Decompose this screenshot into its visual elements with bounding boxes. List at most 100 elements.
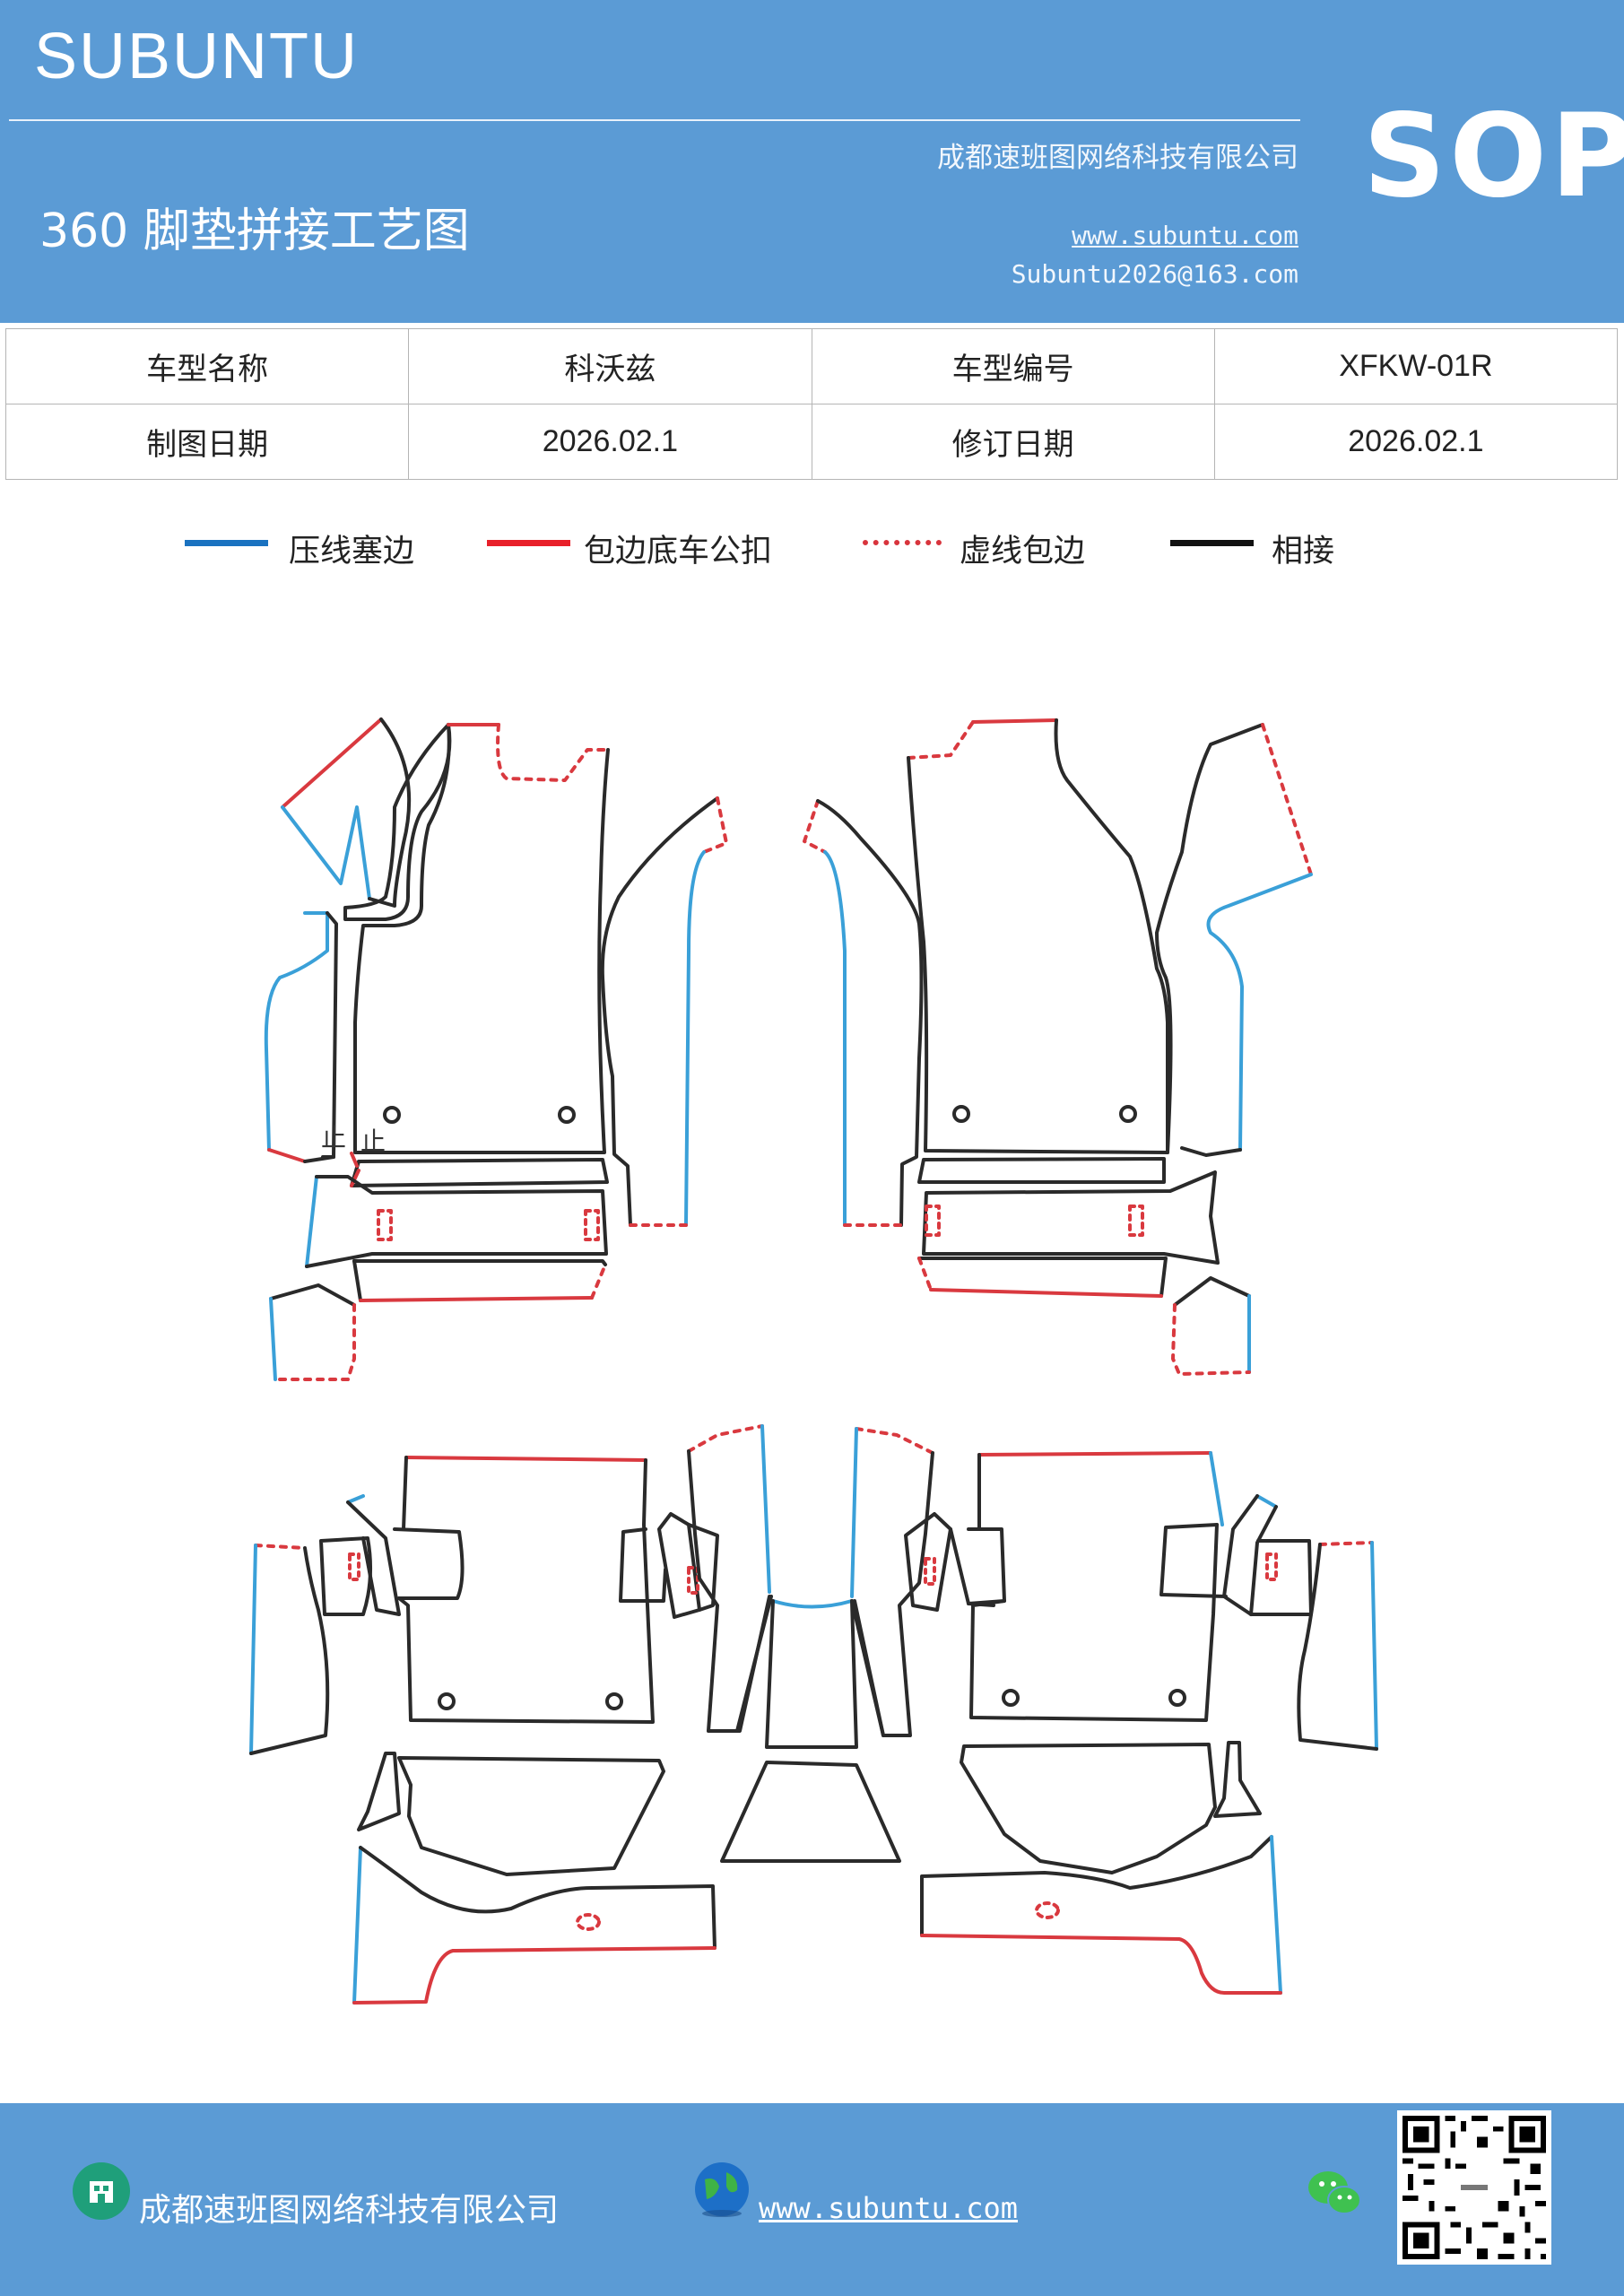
globe-icon (692, 2160, 751, 2222)
hole (1168, 1689, 1186, 1707)
sill-black (303, 1155, 335, 1163)
front-left-mat-group (264, 718, 728, 1381)
line-legend: 压线塞边 包边底车公扣 虚线包边 相接 (0, 520, 1624, 574)
tunnel-lower (720, 1761, 901, 1863)
hole (1119, 1105, 1137, 1123)
hole (952, 1105, 970, 1123)
legend-label: 虚线包边 (960, 534, 1086, 570)
model-name-value: 科沃兹 (408, 328, 812, 404)
page-footer: 成都速班图网络科技有限公司 www.subuntu.com (0, 2103, 1624, 2296)
mat-piece (281, 718, 383, 809)
strip-blue (305, 1175, 318, 1268)
side-piece-black (1297, 1543, 1378, 1751)
tunnel-black (853, 1451, 934, 1737)
qr-code[interactable] (1397, 2110, 1551, 2265)
footer-website-link[interactable]: www.subuntu.com (759, 2191, 1018, 2225)
main-mat-outline (343, 723, 452, 921)
legend-swatch-blue (185, 540, 268, 546)
bracket (967, 1527, 1006, 1605)
corner-piece-blue (269, 1297, 277, 1381)
strip-red-dotted (917, 1257, 933, 1292)
bracket (657, 1512, 701, 1619)
bottom-piece-black (359, 1846, 716, 1950)
bracket (619, 1527, 667, 1603)
wechat-icon (1305, 2166, 1364, 2223)
slot (1128, 1205, 1144, 1237)
mat-edge-blue (1209, 1451, 1224, 1526)
strip-red-dotted (590, 1263, 607, 1300)
table-row: 制图日期 2026.02.1 修订日期 2026.02.1 (4, 404, 1619, 480)
mat-edge-red (404, 1456, 647, 1462)
side-panel-black (600, 796, 719, 1227)
draw-date-label: 制图日期 (4, 404, 410, 480)
lower-piece (960, 1743, 1217, 1874)
page-header: SUBUNTU 成都速班图网络科技有限公司 360 脚垫拼接工艺图 www.su… (0, 0, 1624, 323)
mat-edge-red-dotted (907, 720, 975, 760)
hole (1002, 1689, 1020, 1707)
bottom-piece-red (352, 1946, 716, 2005)
tunnel-body (765, 1599, 858, 1749)
sill-red (267, 1148, 307, 1163)
strip-red (359, 1296, 594, 1302)
vehicle-info-table: 车型名称 科沃兹 车型编号 XFKW-01R 制图日期 2026.02.1 修订… (4, 328, 1619, 480)
lower-piece (1213, 1741, 1262, 1818)
legend-label: 包边底车公扣 (584, 534, 773, 570)
tunnel-black (687, 1449, 771, 1733)
legend-label: 相接 (1272, 534, 1335, 570)
hole (605, 1692, 623, 1710)
tunnel-inner-left (735, 1595, 885, 1737)
slot (924, 1557, 936, 1586)
sop-badge: SOP (1363, 90, 1624, 223)
strip (917, 1257, 1168, 1298)
mat-piece (368, 718, 412, 908)
header-email[interactable]: Subuntu2026@163.com (1011, 259, 1298, 289)
mat-edge-red (977, 1451, 1212, 1457)
slot (584, 1209, 600, 1241)
corner-piece-red-dotted (1171, 1303, 1251, 1376)
side-piece-blue (249, 1544, 257, 1755)
strip-red (350, 1169, 360, 1187)
bottom-piece-red (920, 1934, 1282, 1995)
slot (1265, 1552, 1278, 1581)
revise-date-value: 2026.02.1 (1213, 404, 1619, 480)
bottom-red (350, 1152, 359, 1168)
stop-label: 止 (321, 1123, 346, 1152)
corner-piece-red-dotted (274, 1303, 356, 1381)
tunnel-red-dotted (687, 1424, 764, 1453)
legend-label: 压线塞边 (289, 534, 415, 570)
lower-piece (357, 1752, 401, 1831)
header-divider (9, 119, 1300, 121)
sill-black (1155, 723, 1264, 1154)
sill-black (321, 911, 338, 1159)
model-code-label: 车型编号 (811, 328, 1215, 404)
hole (558, 1106, 576, 1124)
sill-blue (1206, 873, 1313, 1152)
main-mat-outline (907, 718, 1169, 1154)
main-mat-outline (969, 1453, 1219, 1722)
strip (922, 1170, 1220, 1265)
side-piece-blue (1370, 1541, 1378, 1751)
side-panel-red-dotted (702, 796, 728, 854)
footer-company-name: 成都速班图网络科技有限公司 (139, 2192, 560, 2229)
header-website-link[interactable]: www.subuntu.com (1072, 221, 1298, 250)
side-panel-black (816, 799, 924, 1227)
bracket (949, 1527, 995, 1607)
mat-piece (281, 805, 371, 900)
strip (305, 1175, 608, 1268)
strip (352, 1259, 362, 1302)
front-right-mat-group (803, 718, 1313, 1376)
brand-logo-text: SUBUNTU (34, 21, 360, 92)
draw-date-value: 2026.02.1 (408, 404, 812, 480)
stop-label: 止 (360, 1126, 386, 1156)
tunnel-top-blue (771, 1599, 854, 1609)
table-row: 车型名称 科沃兹 车型编号 XFKW-01R (4, 328, 1619, 404)
main-mat-outline (353, 723, 610, 1154)
slot (377, 1209, 393, 1241)
header-company-name: 成都速班图网络科技有限公司 (937, 142, 1298, 174)
bracket (1159, 1523, 1228, 1598)
building-icon (72, 2161, 131, 2224)
bracket (346, 1500, 401, 1616)
strip (352, 1259, 607, 1266)
hole (438, 1692, 456, 1710)
sill-black (1180, 1146, 1242, 1157)
